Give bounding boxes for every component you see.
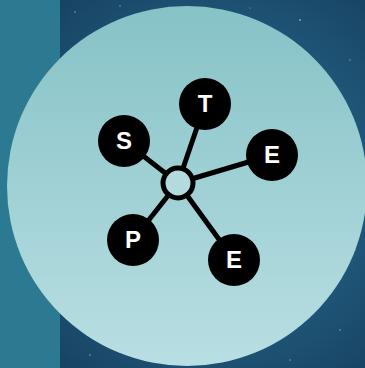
hub-circle: [163, 168, 193, 198]
letter-circle: P: [107, 214, 159, 266]
letter-circle: E: [208, 234, 260, 286]
node-letter: T: [198, 92, 213, 116]
circle-fill: [107, 214, 159, 266]
circle-fill: [179, 78, 231, 130]
letter-circle: T: [179, 78, 231, 130]
node-letter: P: [125, 228, 141, 252]
background-disc: [7, 6, 365, 366]
circle-fill: [208, 234, 260, 286]
node-letter: S: [116, 129, 132, 153]
circle-fill: [246, 129, 298, 181]
letter-circle: S: [98, 115, 150, 167]
letter-circle: E: [246, 129, 298, 181]
node-letter: E: [226, 248, 242, 272]
circle-fill: [98, 115, 150, 167]
node-letter: E: [264, 143, 280, 167]
